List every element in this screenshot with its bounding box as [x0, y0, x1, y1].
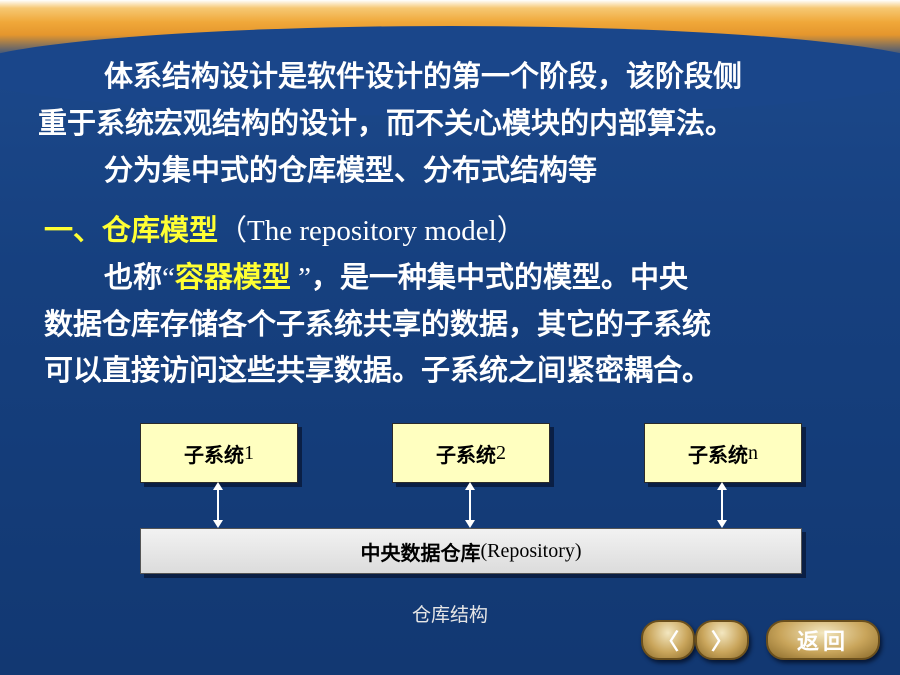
- heading-paren-close: ）: [496, 215, 526, 247]
- heading-title-en: The repository model: [247, 215, 497, 247]
- body-line-3: 可以直接访问这些共享数据。子系统之间紧密耦合。: [44, 353, 712, 387]
- intro-line-2: 重于系统宏观结构的设计，而不关心模块的内部算法。: [38, 106, 735, 140]
- subsystem-2-label: 子系统: [436, 442, 496, 467]
- body-l1-prefix: 也称: [104, 260, 163, 294]
- back-button[interactable]: 返回: [766, 620, 880, 660]
- diagram-caption: 仓库结构: [411, 604, 488, 626]
- body-line-1: 也称“容器模型 ”，是一种集中式的模型。中央: [104, 255, 688, 300]
- intro-line-3: 分为集中式的仓库模型、分布式结构等: [104, 153, 598, 187]
- body-line-2: 数据仓库存储各个子系统共享的数据，其它的子系统: [44, 307, 712, 341]
- body-quote-close: ”: [290, 262, 312, 294]
- repository-label-en: (Repository): [480, 539, 582, 562]
- body-l1-suffix: ，是一种集中式的模型。中央: [311, 260, 689, 294]
- next-icon: 〉: [710, 630, 733, 655]
- prev-icon: 〈: [656, 630, 679, 655]
- section-heading: 一、仓库模型（The repository model）: [44, 208, 526, 253]
- intro-line-1: 体系结构设计是软件设计的第一个阶段，该阶段侧: [104, 59, 743, 93]
- top-decor-arc: [0, 26, 900, 116]
- repository-label-zh: 中央数据仓库: [360, 540, 481, 565]
- subsystem-1-suffix: 1: [244, 441, 254, 464]
- next-button[interactable]: 〉: [695, 620, 749, 660]
- subsystem-2-suffix: 2: [496, 441, 506, 464]
- subsystem-n-label: 子系统: [688, 442, 748, 467]
- prev-button[interactable]: 〈: [641, 620, 695, 660]
- subsystem-1-label: 子系统: [184, 442, 244, 467]
- heading-paren-open: （: [218, 215, 248, 247]
- repository-box: 中央数据仓库(Repository): [140, 528, 802, 574]
- body-highlight: 容器模型: [174, 260, 291, 294]
- body-quote-open: “: [162, 262, 175, 294]
- heading-title-zh: 一、仓库模型: [44, 213, 219, 247]
- subsystem-n-suffix: n: [748, 441, 758, 464]
- double-arrow-2: [465, 482, 475, 528]
- double-arrow-n: [717, 482, 727, 528]
- double-arrow-1: [213, 482, 223, 528]
- back-button-label: 返回: [796, 630, 849, 655]
